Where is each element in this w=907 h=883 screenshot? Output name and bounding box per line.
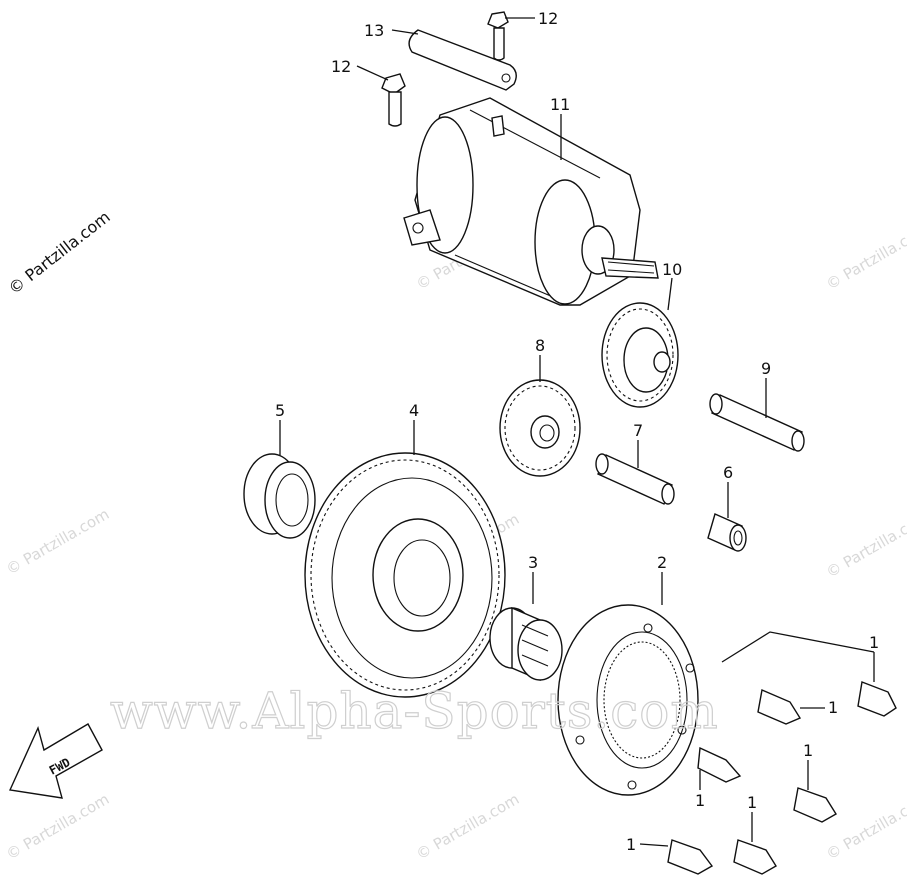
watermark-tile: © Partzilla.com bbox=[3, 790, 112, 863]
callouts: 13 12 12 11 10 9 8 7 6 5 4 3 2 1 1 1 1 1… bbox=[275, 9, 879, 854]
part-12-bolt-top bbox=[487, 11, 509, 61]
part-7-shaft bbox=[595, 453, 675, 505]
watermark-tile: © Partzilla.com bbox=[3, 505, 112, 578]
part-6-bushing bbox=[707, 513, 747, 552]
callout-3: 3 bbox=[528, 553, 538, 572]
callout-8: 8 bbox=[535, 336, 545, 355]
part-4-large-gear bbox=[304, 452, 506, 698]
callout-7: 7 bbox=[633, 421, 643, 440]
watermark-tile: © Partzilla.com bbox=[823, 508, 907, 581]
watermark-side: © Partzilla.com bbox=[5, 207, 114, 298]
part-8-small-gear bbox=[499, 379, 581, 477]
callout-1: 1 bbox=[869, 633, 879, 652]
bolt bbox=[733, 839, 777, 875]
fwd-arrow-icon: FWD bbox=[8, 723, 103, 799]
bolt bbox=[667, 839, 714, 875]
callout-1: 1 bbox=[803, 741, 813, 760]
callout-1: 1 bbox=[747, 793, 757, 812]
part-13-bracket bbox=[408, 29, 517, 91]
part-12-bolt-left bbox=[381, 73, 406, 127]
watermark-tile: © Partzilla.com bbox=[413, 790, 522, 863]
watermark-tile: © Partzilla.com bbox=[823, 220, 907, 293]
part-9-shaft bbox=[709, 393, 805, 452]
callout-11: 11 bbox=[550, 95, 570, 114]
callout-5: 5 bbox=[275, 401, 285, 420]
callout-12: 12 bbox=[331, 57, 351, 76]
callout-2: 2 bbox=[657, 553, 667, 572]
callout-13: 13 bbox=[364, 21, 384, 40]
callout-4: 4 bbox=[409, 401, 419, 420]
part-3-needle-bearing bbox=[489, 606, 563, 682]
callout-1: 1 bbox=[695, 791, 705, 810]
callout-10: 10 bbox=[662, 260, 682, 279]
bolt bbox=[757, 689, 802, 725]
bolt bbox=[857, 681, 897, 717]
leader-lines bbox=[279, 17, 875, 847]
callout-1: 1 bbox=[828, 698, 838, 717]
part-11-starter-motor bbox=[403, 97, 659, 306]
part-10-idler-gear bbox=[601, 302, 679, 408]
part-1-bolts bbox=[667, 681, 897, 875]
watermark-main: www.Alpha-Sports.com bbox=[110, 682, 719, 740]
callout-12: 12 bbox=[538, 9, 558, 28]
bolt bbox=[697, 746, 742, 783]
bolt bbox=[793, 787, 837, 823]
callout-1: 1 bbox=[626, 835, 636, 854]
watermark-tile: © Partzilla.com bbox=[823, 790, 907, 863]
part-5-bearing bbox=[243, 453, 316, 539]
callout-6: 6 bbox=[723, 463, 733, 482]
part-2-one-way-clutch bbox=[557, 604, 699, 796]
callout-9: 9 bbox=[761, 359, 771, 378]
